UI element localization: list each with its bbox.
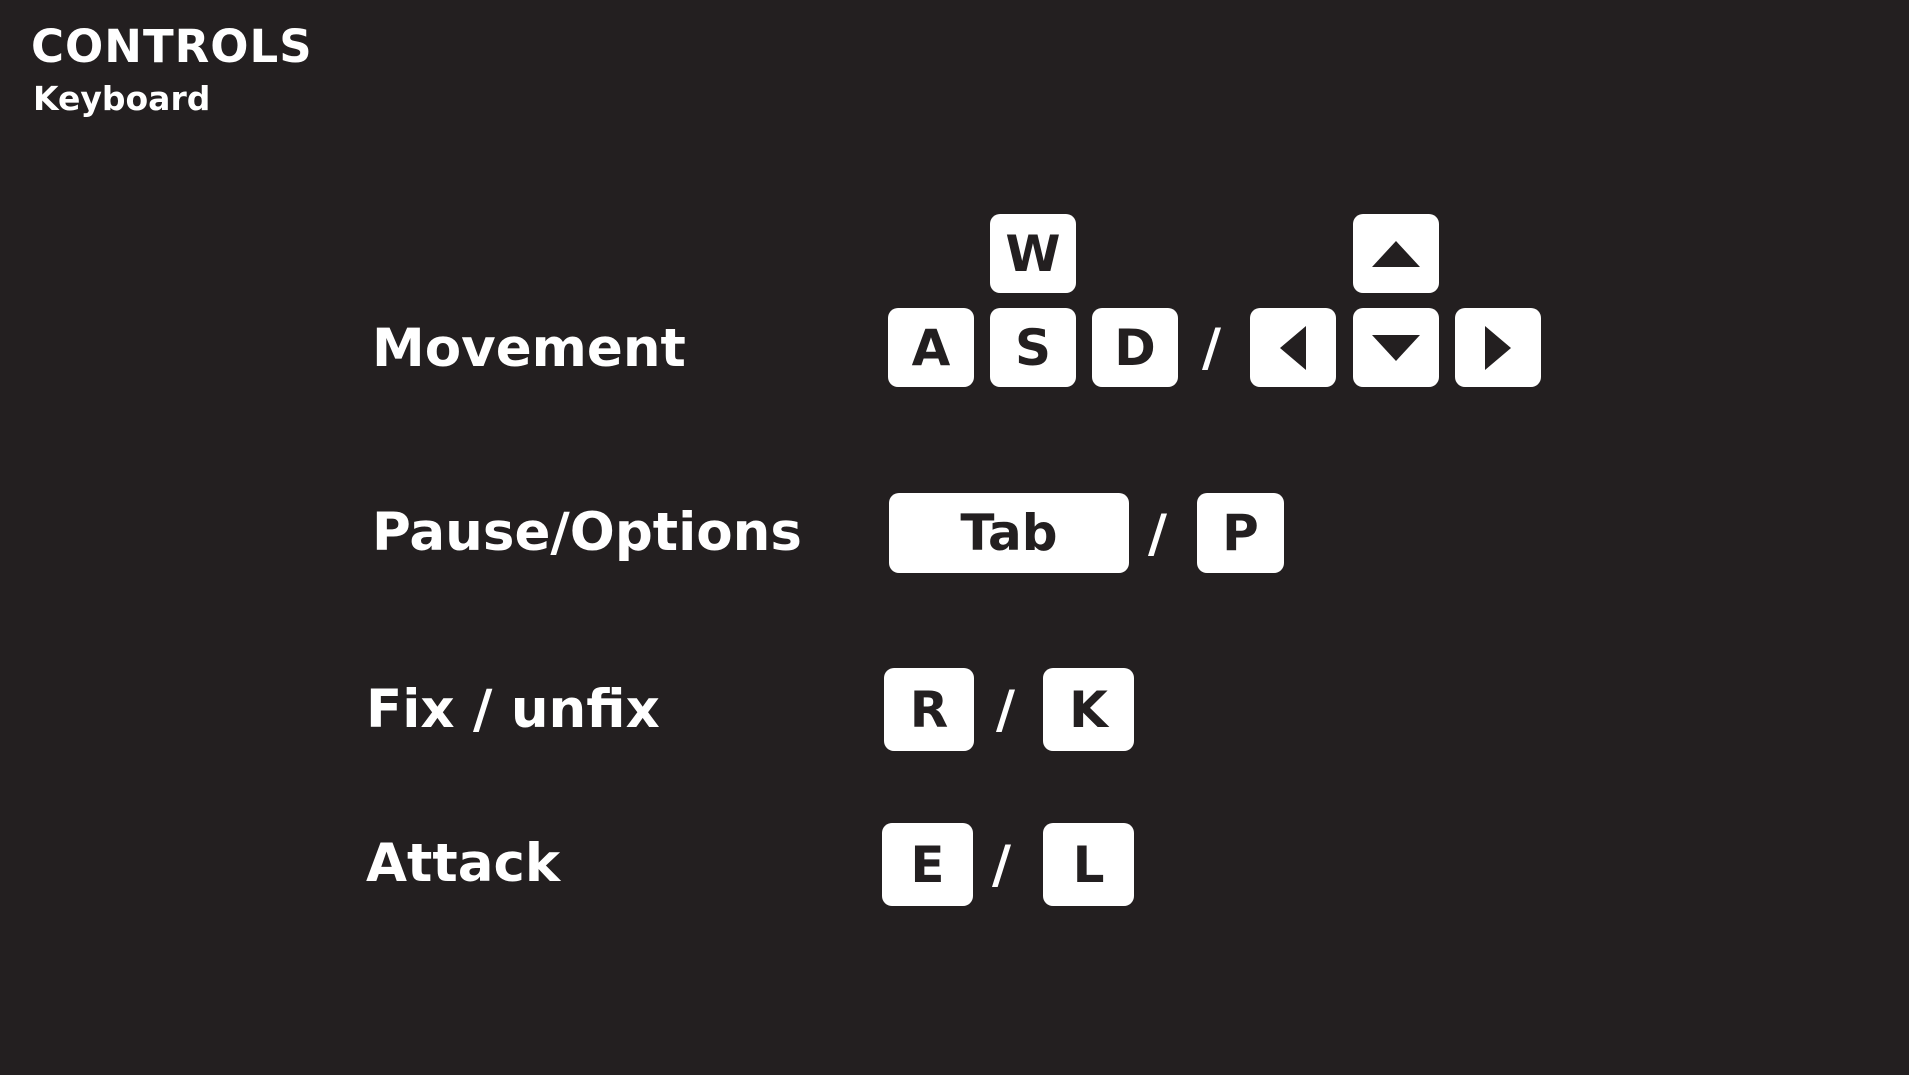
key-a: A: [888, 308, 974, 387]
key-p: P: [1197, 493, 1284, 573]
key-e: E: [882, 823, 973, 906]
arrow-down-icon: [1372, 334, 1420, 361]
key-r: R: [884, 668, 974, 751]
attack-separator: /: [992, 835, 1011, 895]
key-arrow-up: [1353, 214, 1439, 293]
key-w: W: [990, 214, 1076, 293]
key-l: L: [1043, 823, 1134, 906]
arrow-right-icon: [1485, 325, 1511, 370]
attack-label: Attack: [366, 833, 561, 894]
key-arrow-right: [1455, 308, 1541, 387]
page-title: CONTROLS: [31, 20, 313, 73]
pause-separator: /: [1148, 504, 1167, 564]
key-d: D: [1092, 308, 1178, 387]
pause-options-label: Pause/Options: [372, 502, 802, 563]
fix-unfix-label: Fix / unfix: [366, 679, 660, 740]
fix-separator: /: [996, 680, 1015, 740]
key-k: K: [1043, 668, 1134, 751]
movement-separator: /: [1202, 318, 1221, 378]
page-subtitle: Keyboard: [33, 79, 211, 118]
key-s: S: [990, 308, 1076, 387]
arrow-left-icon: [1280, 325, 1306, 370]
arrow-up-icon: [1372, 240, 1420, 267]
key-arrow-left: [1250, 308, 1336, 387]
key-arrow-down: [1353, 308, 1439, 387]
movement-label: Movement: [372, 318, 686, 379]
key-tab: Tab: [889, 493, 1129, 573]
